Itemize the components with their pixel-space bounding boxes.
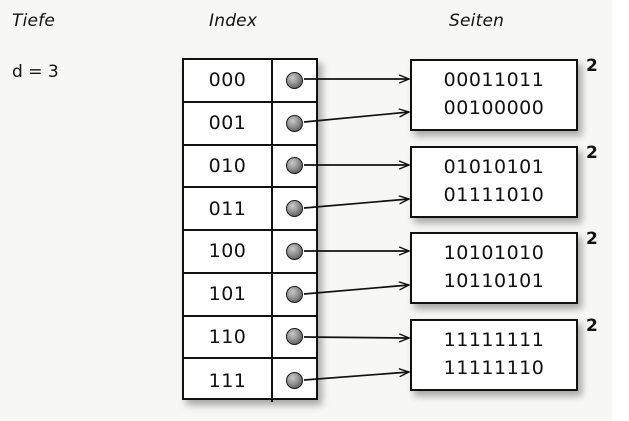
arrow-011 <box>303 199 409 209</box>
page-record: 10110101 <box>443 270 545 292</box>
arrow-110 <box>303 337 409 338</box>
index-row-100[interactable]: 100 <box>184 231 316 274</box>
page-record: 11111111 <box>443 329 545 352</box>
index-key: 110 <box>208 325 247 348</box>
index-pointer-cell[interactable] <box>271 273 316 315</box>
index-pointer-cell[interactable] <box>271 145 316 187</box>
right-margin-strip <box>612 0 629 421</box>
page-record: 01010101 <box>443 156 545 179</box>
index-row-111[interactable]: 111 <box>184 359 316 402</box>
page-record: 00100000 <box>443 97 545 119</box>
heading-tiefe: Tiefe <box>12 11 56 31</box>
index-row-101[interactable]: 101 <box>184 273 316 317</box>
index-pointer-cell[interactable] <box>271 359 316 402</box>
index-key: 010 <box>208 154 247 177</box>
page-box-0[interactable]: 00011011 00100000 <box>410 59 578 131</box>
pointer-dot-icon <box>286 285 303 303</box>
page-box-1[interactable]: 01010101 01111010 <box>410 146 578 218</box>
page-box-2[interactable]: 10101010 10110101 <box>410 232 578 304</box>
index-pointer-cell[interactable] <box>271 316 316 358</box>
page-record: 11111110 <box>443 357 545 379</box>
heading-index: Index <box>209 11 258 31</box>
pointer-dot-icon <box>286 157 303 175</box>
pointer-dot-icon <box>286 200 303 218</box>
page-count-3: 2 <box>586 316 598 336</box>
index-row-000[interactable]: 000 <box>184 60 316 103</box>
page-count-0: 2 <box>586 56 598 76</box>
page-box-3[interactable]: 11111111 11111110 <box>410 319 578 391</box>
pointer-dot-icon <box>286 114 303 132</box>
arrow-001 <box>303 112 409 123</box>
page-record: 00011011 <box>443 69 545 92</box>
index-row-010[interactable]: 010 <box>184 145 316 189</box>
index-key: 111 <box>208 369 247 392</box>
index-key: 001 <box>208 112 247 135</box>
index-row-011[interactable]: 011 <box>184 188 316 231</box>
arrow-101 <box>303 285 409 295</box>
index-pointer-cell[interactable] <box>271 188 316 229</box>
arrow-111 <box>303 372 409 381</box>
index-key: 101 <box>208 283 247 306</box>
index-pointer-cell[interactable] <box>271 231 316 272</box>
pointer-dot-icon <box>286 242 303 260</box>
index-pointer-cell[interactable] <box>271 102 316 144</box>
page-record: 10101010 <box>443 242 545 265</box>
index-key: 011 <box>208 197 247 220</box>
depth-value: d = 3 <box>12 62 59 82</box>
index-table: 000 001 010 011 100 <box>182 58 318 402</box>
index-key: 000 <box>208 69 247 92</box>
pointer-dot-icon <box>286 328 303 346</box>
heading-seiten: Seiten <box>449 11 505 31</box>
index-row-110[interactable]: 110 <box>184 316 316 360</box>
index-row-001[interactable]: 001 <box>184 102 316 146</box>
page-count-2: 2 <box>586 229 598 249</box>
page-count-1: 2 <box>586 143 598 163</box>
index-key: 100 <box>208 240 247 263</box>
pointer-dot-icon <box>286 71 303 89</box>
page-record: 01111010 <box>443 184 545 206</box>
pointer-dot-icon <box>286 372 303 390</box>
index-pointer-cell[interactable] <box>271 60 316 101</box>
